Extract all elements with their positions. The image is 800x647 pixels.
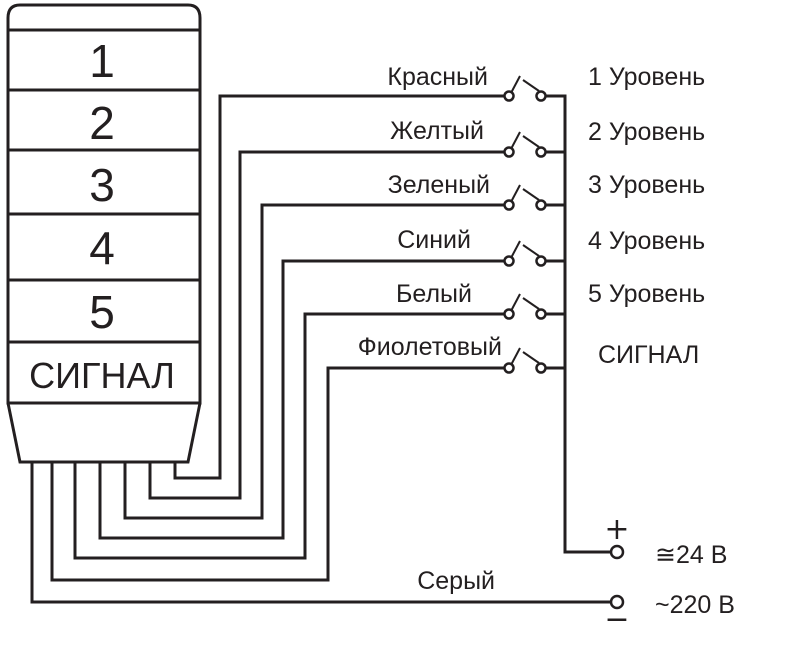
level-labels: 1 Уровень 2 Уровень 3 Уровень 4 Уровень … (588, 63, 705, 369)
wire-violet (50, 366, 505, 582)
tower-outline (6, 30, 202, 405)
wire-blue (98, 259, 505, 540)
tower-segment-label: 4 (89, 222, 115, 274)
terminal-ac (609, 594, 625, 610)
switch-1 (503, 75, 547, 102)
level-label-signal: СИГНАЛ (598, 341, 699, 369)
switches (503, 75, 547, 374)
level-label: 3 Уровень (588, 171, 705, 199)
tower-segment-label: 5 (89, 286, 115, 338)
switch-5 (503, 293, 547, 320)
tower-segment-label: 3 (89, 159, 115, 211)
power-terminals: + − ≅24 В ~220 В (604, 512, 735, 637)
switch-signal (503, 347, 547, 374)
wire-label-gray: Серый (417, 567, 495, 595)
tower-segment-label: 2 (89, 97, 115, 149)
common-bus (545, 94, 610, 554)
wire-label: Синий (397, 226, 471, 254)
tower-base (6, 402, 202, 464)
minus-symbol: − (604, 602, 629, 637)
switch-2 (503, 131, 547, 158)
wire-label: Желтый (390, 117, 484, 145)
level-label: 5 Уровень (588, 280, 705, 308)
wire-red (173, 94, 505, 480)
tower-segment-label-signal: СИГНАЛ (29, 355, 175, 396)
wire-gray (30, 462, 610, 604)
level-label: 4 Уровень (588, 227, 705, 255)
wire-label: Фиолетовый (358, 333, 502, 361)
wire-white (73, 312, 505, 560)
wire-yellow (148, 150, 505, 500)
wire-green (123, 203, 505, 520)
ac-voltage-label: ~220 В (655, 591, 735, 619)
signal-tower: 1 2 3 4 5 СИГНАЛ (6, 3, 202, 464)
tower-segment-label: 1 (89, 35, 115, 87)
wire-label: Белый (396, 280, 472, 308)
terminal-dc (609, 544, 625, 560)
level-label: 2 Уровень (588, 118, 705, 146)
wire-label: Зеленый (388, 171, 490, 199)
switch-4 (503, 240, 547, 267)
wire-labels: Красный Желтый Зеленый Синий Белый Фиоле… (358, 63, 502, 595)
switch-3 (503, 184, 547, 211)
dc-voltage-label: ≅24 В (655, 541, 727, 569)
wires (30, 94, 610, 604)
tower-cap (6, 3, 202, 30)
level-label: 1 Уровень (588, 63, 705, 91)
plus-symbol: + (604, 512, 629, 547)
wire-label: Красный (387, 63, 488, 91)
